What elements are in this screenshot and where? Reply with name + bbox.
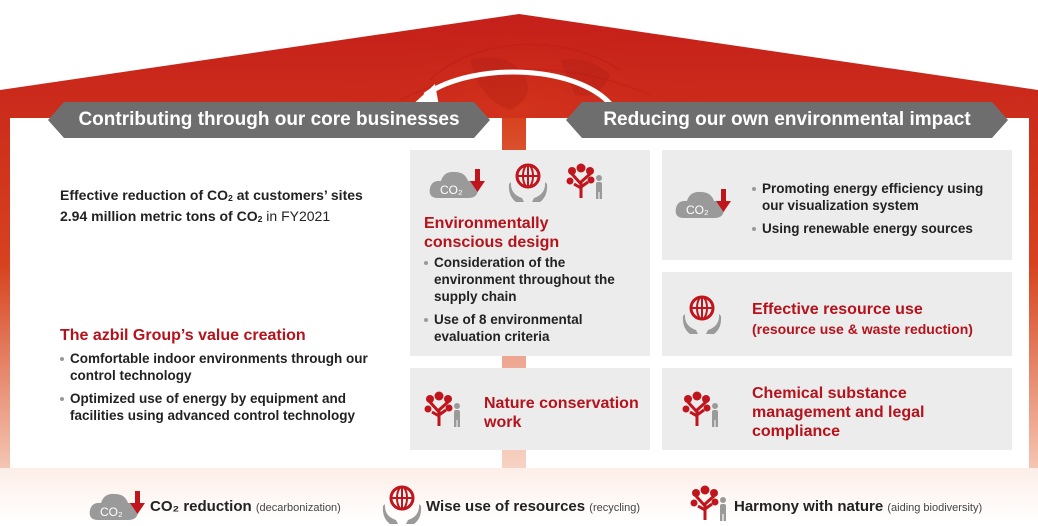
reduction-line1-subscript: 2: [228, 193, 233, 203]
chemical-title: Chemical substance management and legal …: [752, 385, 925, 440]
legend-co2-note: (decarbonization): [255, 502, 341, 514]
co2-cloud-icon: CO₂: [89, 491, 145, 520]
legend-nature-note: (aiding biodiversity): [887, 502, 983, 514]
legend-nature: Harmony with nature (aiding biodiversity…: [734, 498, 982, 515]
svg-text:CO₂: CO₂: [686, 203, 709, 217]
list-item: Promoting energy efficiency using our vi…: [752, 180, 1002, 214]
legend-resources: Wise use of resources (recycling): [426, 498, 640, 515]
resource-panel: [662, 272, 1012, 356]
energy-list: Promoting energy efficiency using our vi…: [752, 180, 1002, 243]
globe-hands-icon: [682, 295, 722, 334]
nature-title: Nature conservation work: [484, 395, 639, 431]
list-item: Optimized use of energy by equipment and…: [60, 390, 390, 424]
legend-nature-label: Harmony with nature: [734, 498, 884, 515]
legend-co2: CO₂ reduction (decarbonization): [150, 498, 341, 515]
design-list: Consideration of the environment through…: [424, 254, 642, 351]
tree-person-icon: [424, 391, 460, 427]
co2-reduction-statement: Effective reduction of CO2 at customers’…: [60, 186, 400, 228]
legend-co2-label: CO₂ reduction: [150, 498, 252, 515]
legend-resources-label: Wise use of resources: [426, 498, 586, 515]
resource-subtitle: (resource use & waste reduction): [752, 321, 973, 337]
svg-text:CO₂: CO₂: [100, 505, 123, 519]
list-item: Consideration of the environment through…: [424, 254, 642, 305]
reduction-line1-text: Effective reduction of CO: [60, 187, 229, 203]
resource-title: Effective resource use: [752, 301, 923, 318]
svg-text:CO₂: CO₂: [440, 183, 463, 197]
co2-cloud-icon: CO₂: [675, 189, 731, 218]
list-item: Comfortable indoor environments through …: [60, 350, 390, 384]
list-item: Using renewable energy sources: [752, 220, 1002, 237]
tree-person-icon: [682, 391, 718, 427]
globe-hands-icon: [382, 485, 422, 524]
value-creation-title: The azbil Group’s value creation: [60, 327, 306, 344]
floor-fade: [0, 468, 1038, 522]
legend-resources-note: (recycling): [589, 502, 641, 514]
reduction-line1-tail: at customers’ sites: [232, 187, 363, 203]
banner-core-businesses: Contributing through our core businesses: [48, 102, 490, 138]
tree-person-icon: [566, 163, 602, 199]
globe-hands-icon: [508, 163, 548, 202]
reduction-line2-subscript: 2: [257, 214, 263, 224]
banner-own-impact: Reducing our own environmental impact: [566, 102, 1008, 138]
co2-cloud-icon: CO₂: [429, 169, 485, 198]
reduction-line2-tail: in FY2021: [262, 208, 331, 224]
value-creation-list: Comfortable indoor environments through …: [60, 350, 390, 430]
chemical-panel: [662, 368, 1012, 450]
tree-person-icon: [690, 485, 726, 521]
list-item: Use of 8 environmental evaluation criter…: [424, 311, 642, 345]
design-title: Environmentally conscious design: [424, 215, 560, 251]
reduction-line2-text: 2.94 million metric tons of CO: [60, 208, 258, 224]
